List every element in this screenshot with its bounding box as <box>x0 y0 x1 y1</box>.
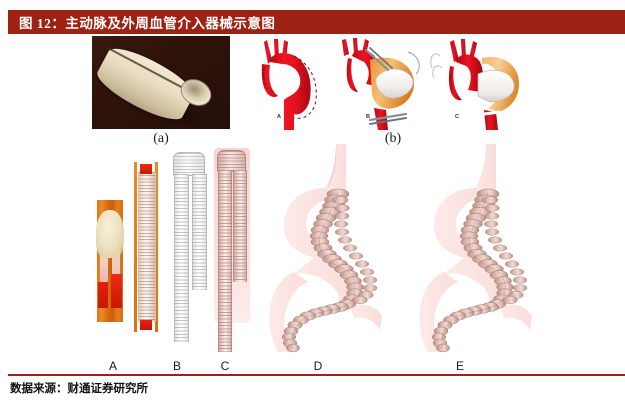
page-title: 图 12：主动脉及外周血管介入器械示意图 <box>19 16 276 31</box>
stent-tip-bottom <box>140 320 152 330</box>
aortic-arch-diagram-b: B <box>336 34 426 130</box>
bottom-item-labels: A B C D E <box>0 359 625 373</box>
arch-panel-label-c: C <box>455 114 459 120</box>
blood-flow-left <box>98 282 108 308</box>
aortic-arch-svg-a <box>261 39 317 130</box>
stent-graft-main-body <box>173 152 205 176</box>
lumen-right <box>112 240 120 280</box>
stent-tip-top <box>140 164 152 174</box>
stent-rail-left <box>134 162 137 332</box>
aortic-arch-svg-b <box>342 38 420 130</box>
pink-stent-limb-left <box>218 170 232 352</box>
tortuous-iliac-stent-deployment-e <box>412 144 552 356</box>
plaque-tissue <box>96 210 124 258</box>
pink-stent-limb-right <box>233 170 247 282</box>
blood-flow-right <box>111 274 122 308</box>
stent-graft-limb-left <box>174 174 189 342</box>
white-bifurcated-stent-graft <box>170 152 212 342</box>
arch-panel-label-b: B <box>366 114 370 120</box>
stent-graft-limb-right <box>192 174 207 290</box>
figure-title-bar: 图 12：主动脉及外周血管介入器械示意图 <box>8 10 625 34</box>
source-note: 数据来源：财通证券研究所 <box>10 383 148 395</box>
stent-rail-right <box>155 162 158 332</box>
item-label-e: E <box>455 359 464 373</box>
ribbed-peripheral-stent <box>134 162 158 332</box>
vascular-graft-tube-photo <box>92 36 230 129</box>
pink-bifurcated-stent-graft <box>212 148 258 353</box>
tortuous-iliac-stent-deployment-d <box>262 144 402 356</box>
subfigure-caption-b: (b) <box>384 131 402 146</box>
pink-stent-main-body <box>217 150 246 172</box>
arch-panel-label-a: A <box>277 114 281 120</box>
lumen-left <box>100 240 108 284</box>
bottom-figure-row <box>0 144 625 359</box>
stent-braid-body <box>138 172 156 322</box>
aortic-arch-svg-c <box>430 39 520 130</box>
top-figure-row: (a) <box>0 34 625 146</box>
aortic-arch-diagram-a: A <box>248 34 334 130</box>
item-label-b: B <box>172 359 181 373</box>
footer-divider <box>8 374 625 376</box>
item-label-d: D <box>313 359 323 373</box>
subfigure-caption-a: (a) <box>153 131 169 146</box>
tortuous-stent-svg-e <box>419 144 532 353</box>
item-label-a: A <box>108 359 117 373</box>
figure-canvas: (a) <box>0 34 625 373</box>
aortic-arch-diagram-c: C <box>428 34 538 130</box>
tortuous-stent-svg-d <box>269 144 382 353</box>
item-label-c: C <box>220 359 230 373</box>
stenotic-vessel-plaque-cross-section <box>96 200 124 322</box>
